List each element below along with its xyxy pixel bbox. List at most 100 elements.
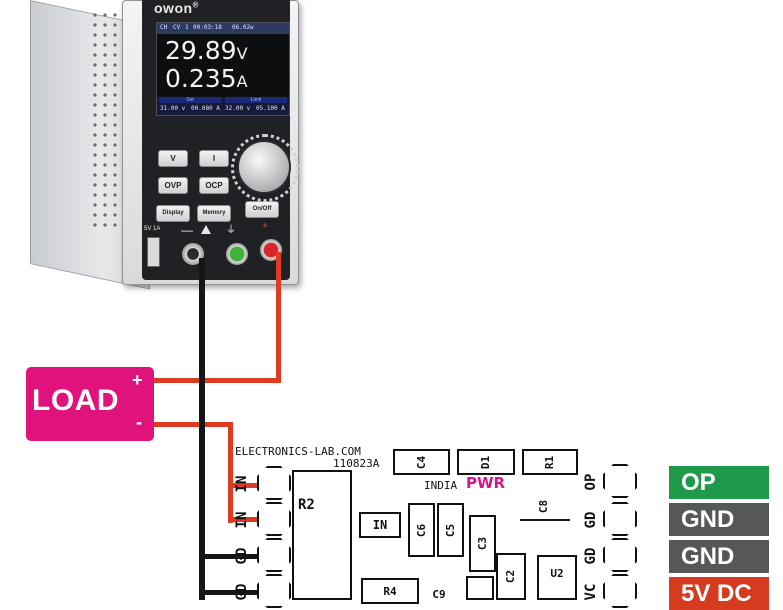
component-c9: C9 (419, 588, 459, 601)
left-pin-4 (257, 574, 291, 608)
load-block (26, 367, 154, 441)
right-pin-4-label: VC (583, 583, 599, 601)
tag-op-label: OP (681, 469, 716, 496)
status-power: 06.02w (232, 24, 254, 31)
load-minus-label: - (136, 412, 142, 432)
component-c6-label: C6 (415, 523, 428, 537)
component-c8: C8 (529, 491, 559, 521)
current-value: 0.235 (165, 64, 237, 93)
component-r2-label: R2 (298, 497, 315, 513)
left-pin-3-label: GD (234, 547, 250, 565)
warning-icon (201, 225, 211, 234)
right-pin-2-label: GD (583, 511, 599, 529)
ground-terminal (223, 240, 251, 268)
i-button[interactable]: I (199, 150, 229, 167)
knob-dial-ring (231, 134, 299, 202)
tag-op: OP (669, 466, 769, 499)
display-button[interactable]: Display (156, 205, 190, 222)
load-plus-label: + (132, 370, 143, 390)
psu-brand-mark: ® (192, 0, 199, 10)
memory-button[interactable]: Memory (197, 205, 231, 222)
usb-port-label: 5V 1A (144, 226, 161, 232)
component-c4: C4 (393, 449, 450, 475)
left-pin-3 (257, 538, 291, 572)
set-voltage: 31.00 v (160, 105, 186, 112)
c8-trace (520, 519, 570, 521)
negative-wire-to-gd (199, 554, 259, 559)
negative-terminal-label: — (181, 223, 193, 237)
pcb-site-label: ELECTRONICS-LAB.COM (235, 445, 361, 458)
load-negative-wire-to-in (228, 517, 258, 522)
voltage-unit: V (236, 44, 248, 63)
left-pin-2-label: IN (234, 511, 250, 529)
voltage-readout: 29.89V (165, 37, 248, 68)
component-c2: C2 (496, 553, 526, 600)
psu-settings-row: Set Limit 31.00 v 00.080 A 32.00 v 05.10… (157, 97, 289, 115)
ocp-button[interactable]: OCP (199, 177, 229, 194)
in-pin-feed (228, 483, 258, 488)
tag-gnd-1-label: GND (681, 506, 735, 533)
positive-terminal (257, 236, 285, 264)
component-r1: R1 (522, 449, 578, 475)
component-small-block (466, 576, 494, 600)
status-mode: CH (160, 24, 168, 31)
left-pin-2 (257, 502, 291, 536)
set-header: Set (159, 97, 221, 103)
pcb-country-label: INDIA (424, 479, 458, 492)
v-button[interactable]: V (158, 150, 188, 167)
psu-status-bar: CH CV 1 00:03:18 06.02w (157, 23, 289, 34)
adjust-knob[interactable] (237, 140, 291, 194)
right-pin-4 (603, 574, 637, 608)
component-c6: C6 (408, 503, 435, 557)
left-pin-1-label: IN (234, 475, 250, 493)
right-pin-2 (603, 502, 637, 536)
status-cv: CV (173, 24, 181, 31)
component-c4-label: C4 (415, 455, 428, 469)
limit-header: Limit (225, 97, 287, 103)
component-c9-label: C9 (432, 588, 446, 601)
usb-port (147, 237, 160, 267)
right-pin-3-label: GD (583, 547, 599, 565)
component-in-chip: IN (359, 512, 401, 538)
current-unit: A (236, 72, 248, 91)
status-channel: 1 (185, 24, 189, 31)
component-c8-label: C8 (537, 499, 551, 513)
negative-wire-to-gd-2 (199, 590, 259, 595)
component-r4-label: R4 (383, 584, 397, 598)
right-pin-3 (603, 538, 637, 572)
load-label: LOAD (32, 384, 119, 417)
voltage-value: 29.89 (165, 36, 237, 65)
component-c3-label: C3 (476, 536, 489, 551)
limit-voltage: 32.00 v (225, 105, 251, 112)
psu-display: CH CV 1 00:03:18 06.02w 29.89V 0.235A Se… (156, 22, 290, 116)
positive-wire-drop (276, 252, 281, 383)
component-r1-label: R1 (543, 455, 557, 469)
positive-terminal-label: + (262, 221, 268, 232)
component-r4: R4 (361, 578, 419, 604)
onoff-button[interactable]: On/Off (245, 201, 279, 218)
positive-wire-to-load (153, 378, 281, 383)
current-readout: 0.235A (165, 65, 248, 96)
right-pin-1-label: OP (583, 473, 599, 491)
ovp-button[interactable]: OVP (158, 177, 188, 194)
in-pin-link (228, 483, 233, 523)
component-in-chip-label: IN (372, 518, 388, 532)
tag-5v-dc-label: 5V DC (681, 580, 752, 607)
component-c5-label: C5 (444, 523, 457, 537)
left-pin-1 (257, 466, 291, 500)
left-pin-4-label: GD (234, 583, 250, 601)
component-u2-label: U2 (550, 567, 564, 580)
load-negative-wire-drop (228, 422, 233, 522)
negative-wire-drop (199, 258, 205, 600)
tag-gnd-1: GND (669, 503, 769, 536)
psu-brand-logo: owon® (154, 0, 214, 18)
tag-gnd-2-label: GND (681, 543, 735, 570)
right-pin-1 (603, 464, 637, 498)
component-c2-label: C2 (504, 569, 518, 584)
status-time: 00:03:18 (193, 24, 222, 31)
psu-brand-name: owon (154, 0, 193, 16)
component-d1-label: D1 (479, 455, 493, 469)
component-c5: C5 (437, 503, 464, 557)
component-c3: C3 (469, 515, 496, 572)
